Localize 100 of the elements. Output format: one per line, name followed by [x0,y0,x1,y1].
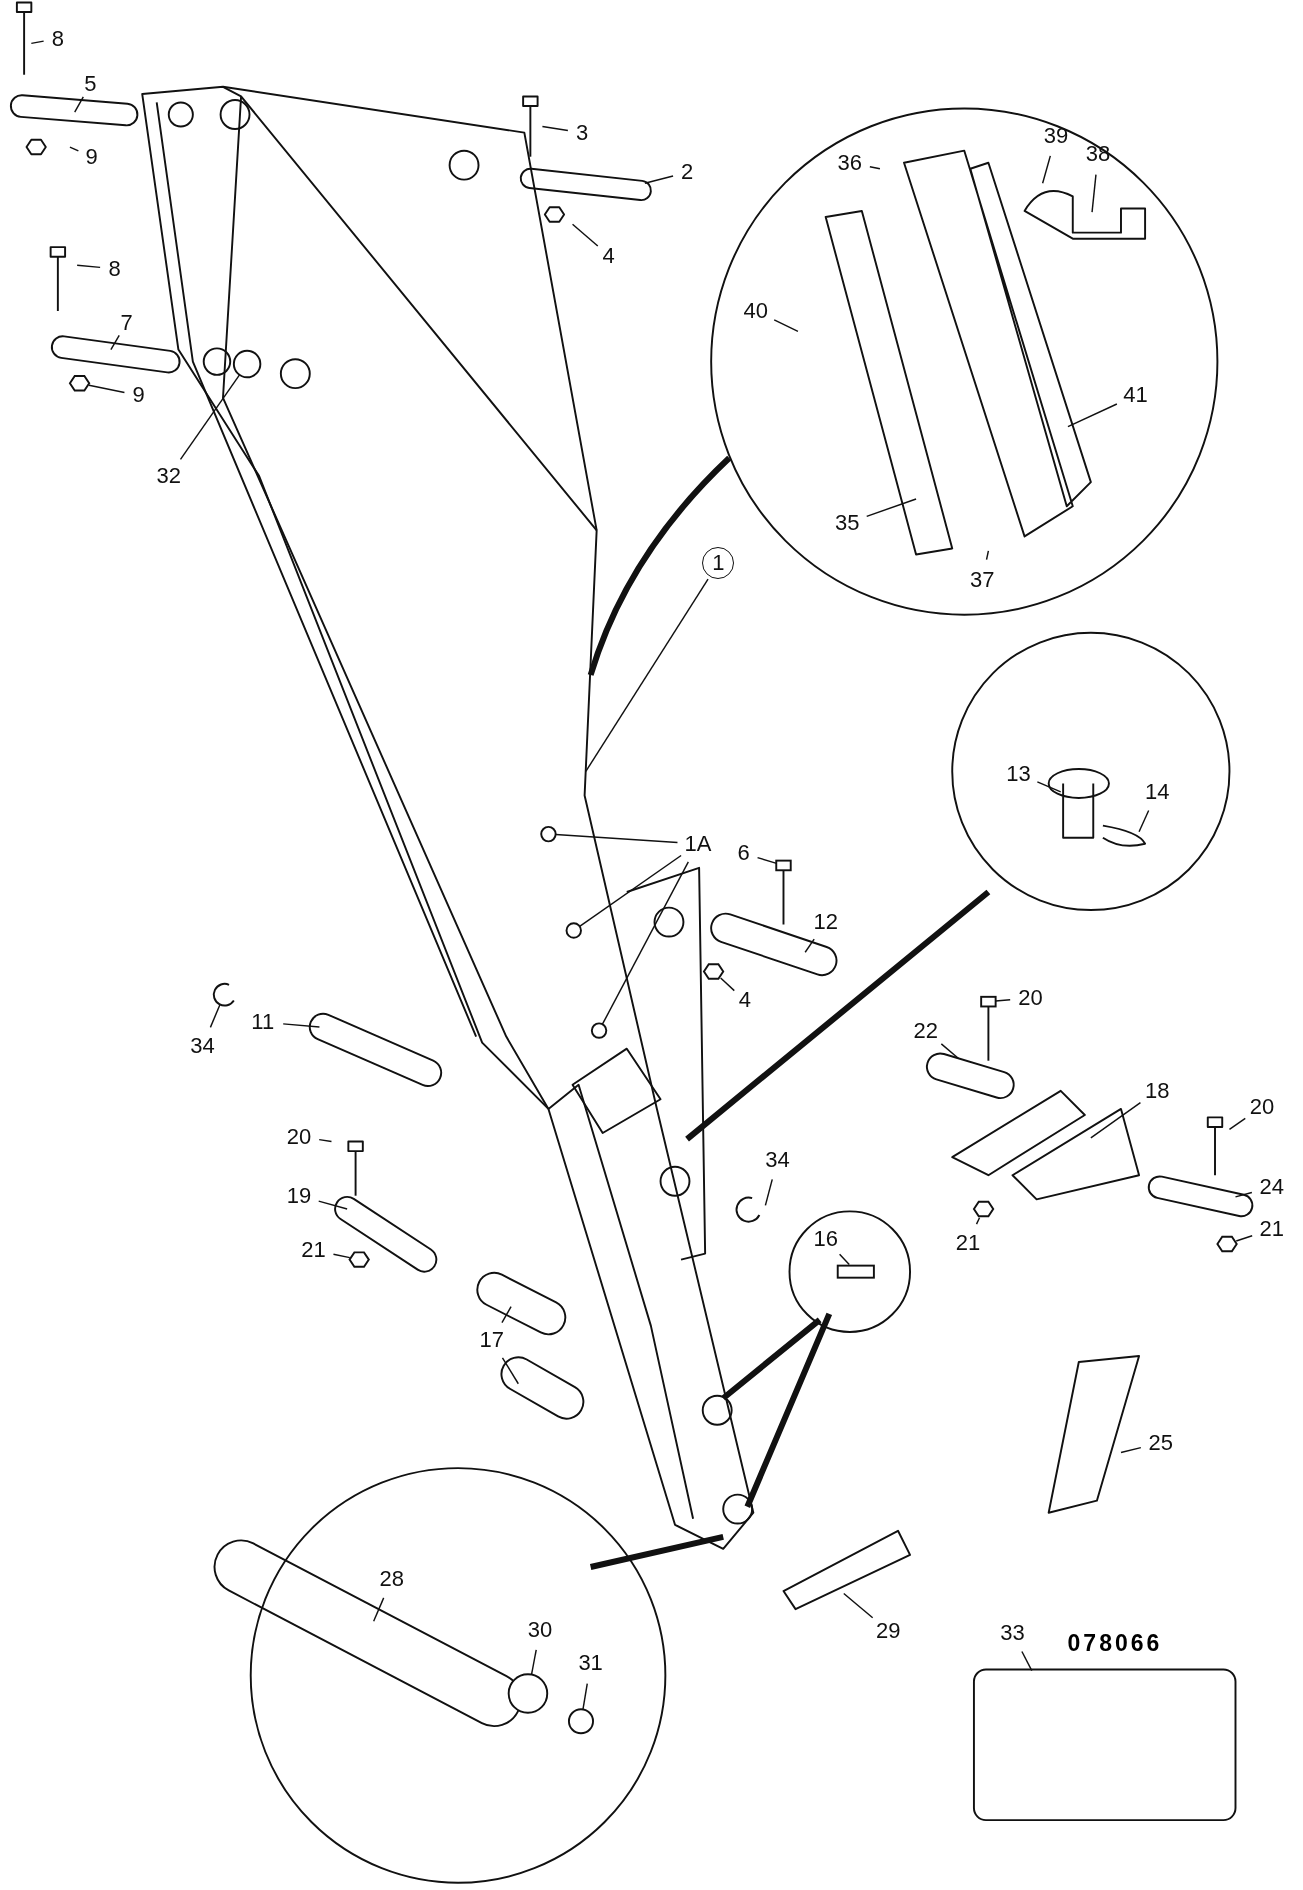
callout-number: 9 [132,384,145,407]
leader-line [501,1357,520,1385]
callout-number: 20 [286,1125,312,1148]
callout-number: 5 [84,73,97,96]
leader-line [282,1023,321,1028]
leader-line [530,1649,537,1676]
leader-line [866,498,917,518]
leader-line [541,125,569,132]
bearing-ring [567,1708,594,1735]
leader-line [30,40,45,45]
callout-number: 7 [120,312,133,335]
callout-number: 18 [1144,1079,1170,1102]
callout-number: 30 [527,1618,553,1641]
callout-number: 41 [1123,384,1148,407]
leader-line [804,938,815,953]
leader-line [318,1138,333,1143]
callout-number: 34 [190,1035,215,1058]
leader-line [74,96,84,113]
leader-line [578,854,682,928]
callout-number: 36 [837,151,862,174]
leader-line [1228,1117,1246,1131]
nut [1216,1235,1238,1253]
callout-number: 21 [301,1238,326,1261]
bearing-ring [232,349,262,379]
nut [348,1251,370,1268]
part-number: 078066 [1067,1629,1163,1657]
callout-number: 14 [1144,780,1170,803]
callout-number: 8 [51,27,64,50]
leader-line [110,334,120,351]
callout-number: 20 [1018,987,1043,1010]
callout-number: 17 [479,1329,504,1352]
bearing-ring [540,825,557,843]
callout-number: 33 [1000,1622,1025,1645]
leader-line [869,166,881,170]
callout-number: 21 [955,1231,981,1254]
nut [702,963,725,980]
callout-number: 16 [813,1228,838,1251]
leader-line [76,264,101,269]
callout-number: 29 [876,1619,901,1642]
leader-line [601,861,690,1025]
callout-number: 6 [737,842,750,865]
callout-number: 11 [251,1011,275,1034]
leader-line [1036,781,1062,793]
callout-number: 4 [602,244,615,267]
leader-line [1138,809,1150,833]
callout-number: 13 [1006,762,1031,785]
callout-number: 35 [835,512,860,535]
callout-number: 37 [970,568,995,591]
callout-number: 21 [1259,1218,1284,1241]
leader-line [1234,1191,1253,1198]
leader-line [843,1592,874,1619]
leader-line [585,578,709,773]
callout-number: 9 [85,145,98,168]
bolt [775,859,792,926]
leader-line [994,999,1011,1002]
leader-line [773,319,799,333]
leader-line [756,856,778,865]
leader-line [719,977,735,992]
leader-line [940,1043,959,1060]
leader-line [1235,1235,1253,1242]
leader-line [554,833,679,844]
callout-number: 24 [1259,1176,1284,1199]
leader-line [88,384,126,394]
callout-number: 3 [576,121,589,144]
callout-number: 34 [765,1148,790,1171]
leader-line [372,1597,385,1622]
callout-number: 2 [680,161,694,184]
bolt [980,995,997,1062]
bearing-ring [507,1673,549,1714]
leader-line [332,1253,351,1259]
callout-number: 39 [1043,125,1069,148]
leader-line [838,1253,850,1266]
nut [68,375,91,392]
callout-number: 31 [578,1652,603,1675]
leader-line [571,223,599,247]
leader-line [1120,1446,1142,1454]
callout-number: 12 [813,911,838,934]
bearing-ring [590,1022,608,1039]
leader-line [985,550,990,561]
leader-line [582,1682,588,1711]
leader-line [179,374,241,461]
leader-line [1021,1650,1033,1672]
leader-line [1067,403,1118,428]
callout-number: 40 [743,299,768,322]
callout-number: 8 [108,257,121,280]
leader-line [644,175,674,184]
callout-number: 32 [156,465,181,488]
leader-line [1041,155,1052,184]
callout-number: 28 [379,1568,404,1590]
grease-nipple [836,1264,875,1279]
callout-number: 19 [286,1184,312,1207]
callout-number: 1A [684,832,712,855]
callout-number: 38 [1085,143,1111,166]
leader-line [975,1217,981,1225]
callout-number: 20 [1249,1095,1275,1118]
leader-line [209,1003,221,1029]
leader-line [69,146,80,152]
callout-number: 22 [913,1019,938,1042]
leader-line [501,1305,512,1324]
leader-line [764,1178,773,1207]
